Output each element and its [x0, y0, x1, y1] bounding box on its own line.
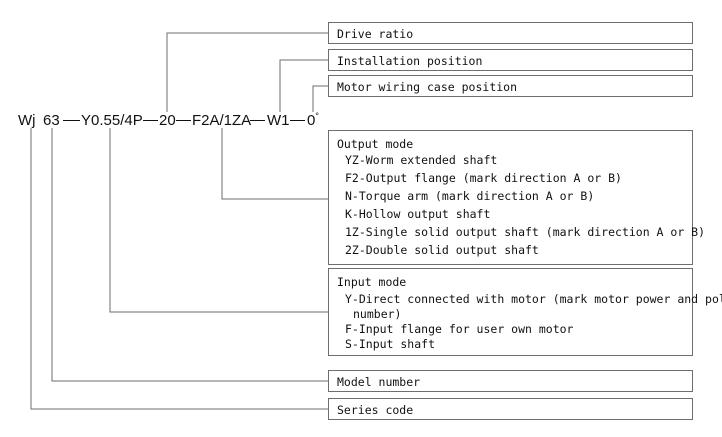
- code-installation: W1: [267, 112, 290, 129]
- motor-wiring-label: Motor wiring case position: [337, 80, 518, 94]
- output-mode-item: YZ-Worm extended shaft: [345, 153, 498, 167]
- wiring-connector: [312, 85, 328, 112]
- output-mode-item: 2Z-Double solid output shaft: [345, 243, 539, 257]
- output-mode-item: K-Hollow output shaft: [345, 207, 491, 221]
- input-mode-box: Input mode Y-Direct connected with motor…: [328, 268, 722, 356]
- drive-ratio-label: Drive ratio: [337, 27, 414, 41]
- code-wiring: 0°: [307, 111, 319, 130]
- code-dash: [290, 120, 305, 122]
- output-mode-item: N-Torque arm (mark direction A or B): [345, 189, 595, 203]
- model-number-box: Model number: [328, 370, 693, 392]
- installation-position-box: Installation position: [328, 49, 693, 71]
- output-mode-title: Output mode: [337, 137, 414, 151]
- motor-wiring-box: Motor wiring case position: [328, 75, 693, 97]
- model-number-connector: [51, 128, 328, 382]
- input-mode-item: number): [353, 307, 402, 321]
- code-model: 63: [43, 112, 60, 129]
- output-mode-connector: [221, 128, 328, 200]
- input-mode-connector: [109, 128, 328, 313]
- input-mode-item: S-Input shaft: [345, 337, 436, 351]
- output-mode-item: F2-Output flange (mark direction A or B): [345, 171, 622, 185]
- input-mode-item: F-Input flange for user own motor: [345, 322, 574, 336]
- output-mode-item: 1Z-Single solid output shaft (mark direc…: [345, 225, 706, 239]
- code-input: Y0.55/4P: [81, 112, 143, 129]
- code-dash: [63, 120, 80, 122]
- code-ratio: 20: [159, 112, 176, 129]
- installation-position-label: Installation position: [337, 54, 483, 68]
- code-series: Wj: [18, 112, 36, 129]
- series-code-label: Series code: [337, 403, 414, 417]
- model-number-label: Model number: [337, 375, 421, 389]
- installation-connector: [279, 59, 328, 112]
- code-dash: [143, 120, 158, 122]
- input-mode-title: Input mode: [337, 275, 407, 289]
- drive-ratio-box: Drive ratio: [328, 22, 693, 44]
- code-output: F2A/1ZA: [192, 112, 252, 129]
- code-dash: [176, 120, 191, 122]
- series-code-box: Series code: [328, 398, 693, 420]
- drive-ratio-connector: [166, 32, 328, 112]
- code-dash: [250, 120, 265, 122]
- input-mode-item: Y-Direct connected with motor (mark moto…: [345, 292, 722, 306]
- series-code-connector: [30, 128, 328, 410]
- output-mode-box: Output mode YZ-Worm extended shaft F2-Ou…: [328, 130, 705, 265]
